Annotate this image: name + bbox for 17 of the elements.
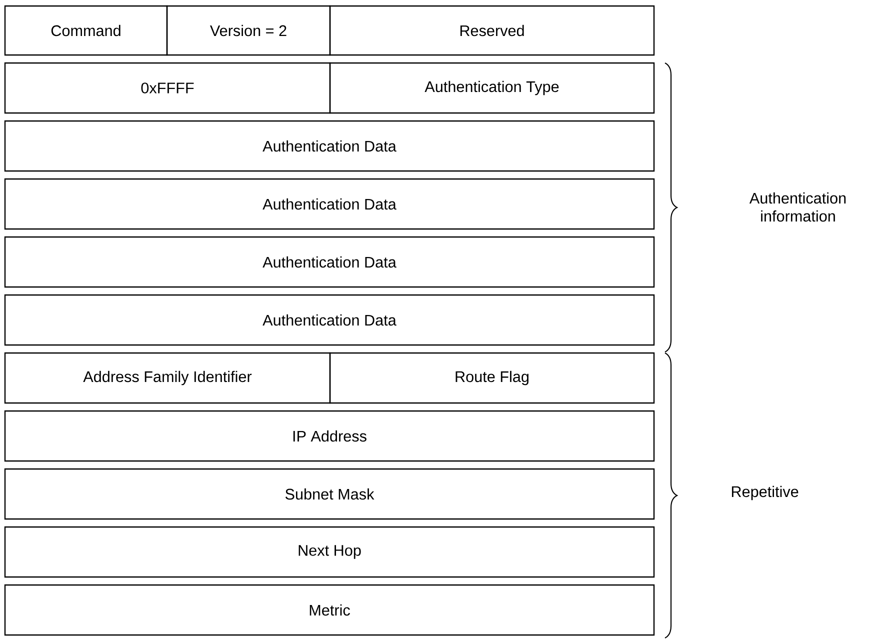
field-cell: Subnet Mask bbox=[4, 468, 655, 520]
field-cell: Authentication Data bbox=[4, 178, 655, 230]
field-cell: Metric bbox=[4, 584, 655, 636]
field-cell: Reserved bbox=[329, 5, 655, 56]
field-cell: Authentication Data bbox=[4, 236, 655, 288]
field-cell: Address Family Identifier bbox=[4, 352, 331, 404]
field-cell: Version = 2 bbox=[166, 5, 331, 56]
field-cell: Next Hop bbox=[4, 526, 655, 578]
field-cell: Authentication Data bbox=[4, 120, 655, 172]
brace-label: Repetitive bbox=[732, 486, 798, 500]
brace-label: Authentication information bbox=[749, 192, 846, 222]
field-cell: Authentication Type bbox=[329, 62, 655, 114]
field-cell: Authentication Data bbox=[4, 294, 655, 346]
field-cell: Command bbox=[4, 5, 168, 56]
field-cell: 0xFFFF bbox=[4, 62, 331, 114]
field-cell: Route Flag bbox=[329, 352, 655, 404]
field-cell: IP Address bbox=[4, 410, 655, 462]
